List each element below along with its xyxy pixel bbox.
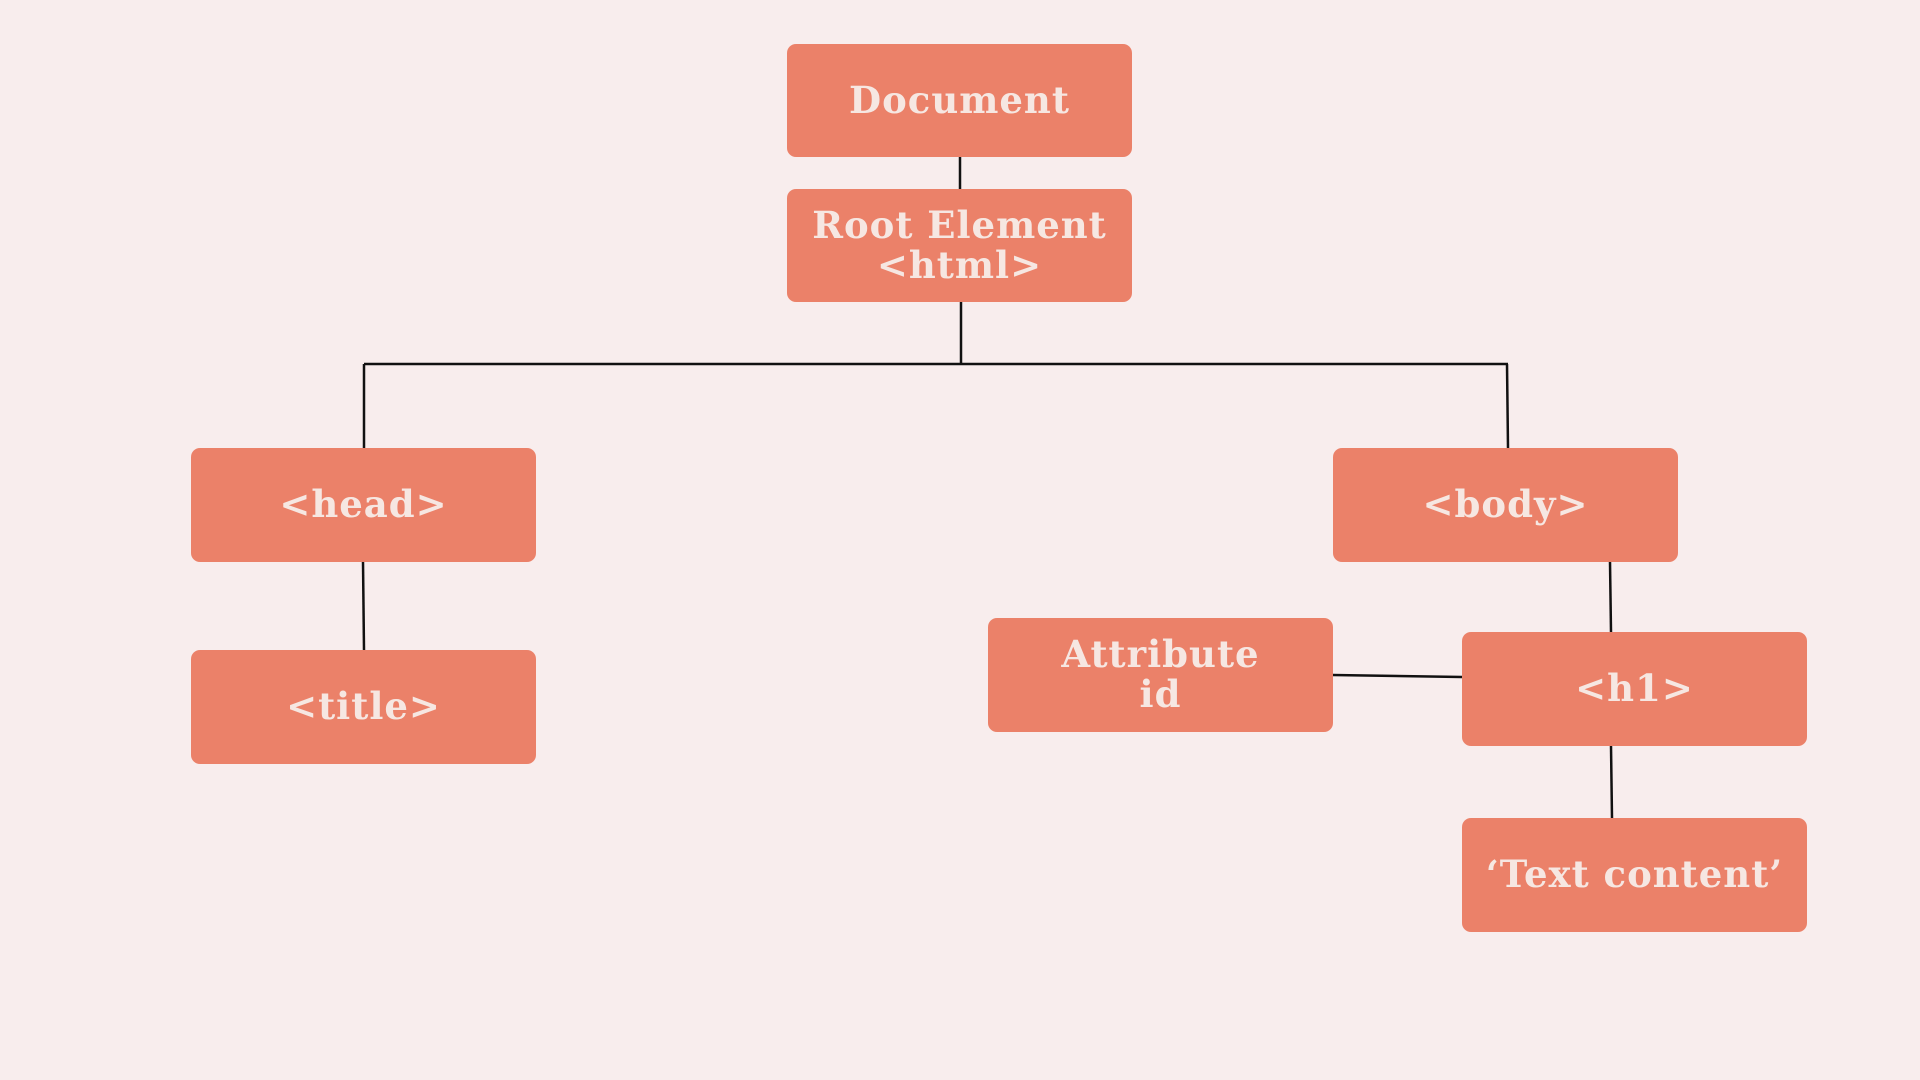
connector-branch-body (1505, 363, 1510, 449)
node-root-element-line1: Root Element (812, 202, 1107, 247)
node-attribute-line2: id (1139, 672, 1182, 716)
node-text-content: ‘Text content’ (1462, 818, 1807, 932)
node-head: <head> (191, 448, 536, 562)
node-document-label: Document (849, 77, 1070, 122)
node-attribute-line1: Attribute (1061, 632, 1260, 677)
node-body: <body> (1333, 448, 1678, 562)
connector-body-h1 (1608, 561, 1613, 633)
node-head-label: <head> (279, 482, 448, 527)
node-root-element: Root Element <html> (787, 189, 1132, 302)
node-title-label: <title> (286, 684, 441, 729)
node-h1-label: <h1> (1575, 666, 1694, 711)
connector-head-title (361, 561, 366, 651)
node-h1: <h1> (1462, 632, 1807, 746)
node-root-element-line2: <html> (876, 242, 1043, 287)
node-text-content-label: ‘Text content’ (1485, 852, 1784, 897)
node-attribute: Attribute id (988, 618, 1333, 732)
node-body-label: <body> (1422, 482, 1589, 527)
node-document: Document (787, 44, 1132, 157)
connector-h1-text (1609, 745, 1614, 819)
connector-attribute-h1 (1332, 673, 1463, 679)
node-title: <title> (191, 650, 536, 764)
